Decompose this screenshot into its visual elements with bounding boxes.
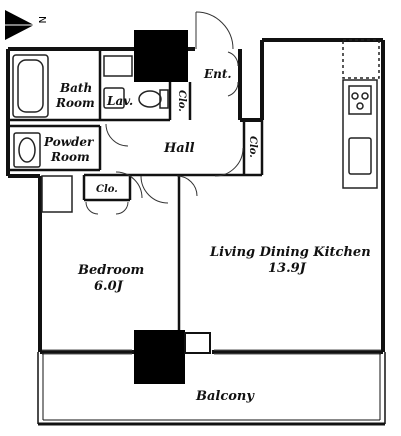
ldk-label: Living Dining Kitchen xyxy=(209,245,371,260)
walls xyxy=(6,38,385,354)
bath-fixtures xyxy=(12,54,169,213)
lav-label: Lav. xyxy=(106,94,133,108)
closet-label-right: Clo. xyxy=(247,136,258,158)
interior-walls xyxy=(8,49,264,335)
ldk-size-label: 13.9J xyxy=(268,261,307,276)
bedroom-label: Bedroom xyxy=(77,263,144,278)
structural-column-top xyxy=(134,30,188,82)
bath-room-label-1: Bath xyxy=(59,81,92,95)
entrance-label: Ent. xyxy=(203,67,232,81)
closet-label-bedroom: Clo. xyxy=(96,184,118,195)
bedroom-size-label: 6.0J xyxy=(94,279,124,294)
balcony-label: Balcony xyxy=(195,389,255,404)
powder-room-label-2: Room xyxy=(50,150,90,164)
powder-room-label-1: Powder xyxy=(43,135,95,149)
bath-room-label-2: Room xyxy=(55,96,95,110)
windows xyxy=(42,349,381,355)
compass-north-label: N xyxy=(36,16,47,23)
kitchen-counter xyxy=(342,39,380,189)
ps-box xyxy=(184,332,211,354)
closet-label-lav: Clo. xyxy=(176,90,187,112)
balcony-area xyxy=(37,352,386,426)
doors xyxy=(85,11,244,215)
hall-label: Hall xyxy=(163,141,195,156)
north-arrow-icon: N xyxy=(5,10,47,40)
structural-column-bottom xyxy=(134,330,185,384)
